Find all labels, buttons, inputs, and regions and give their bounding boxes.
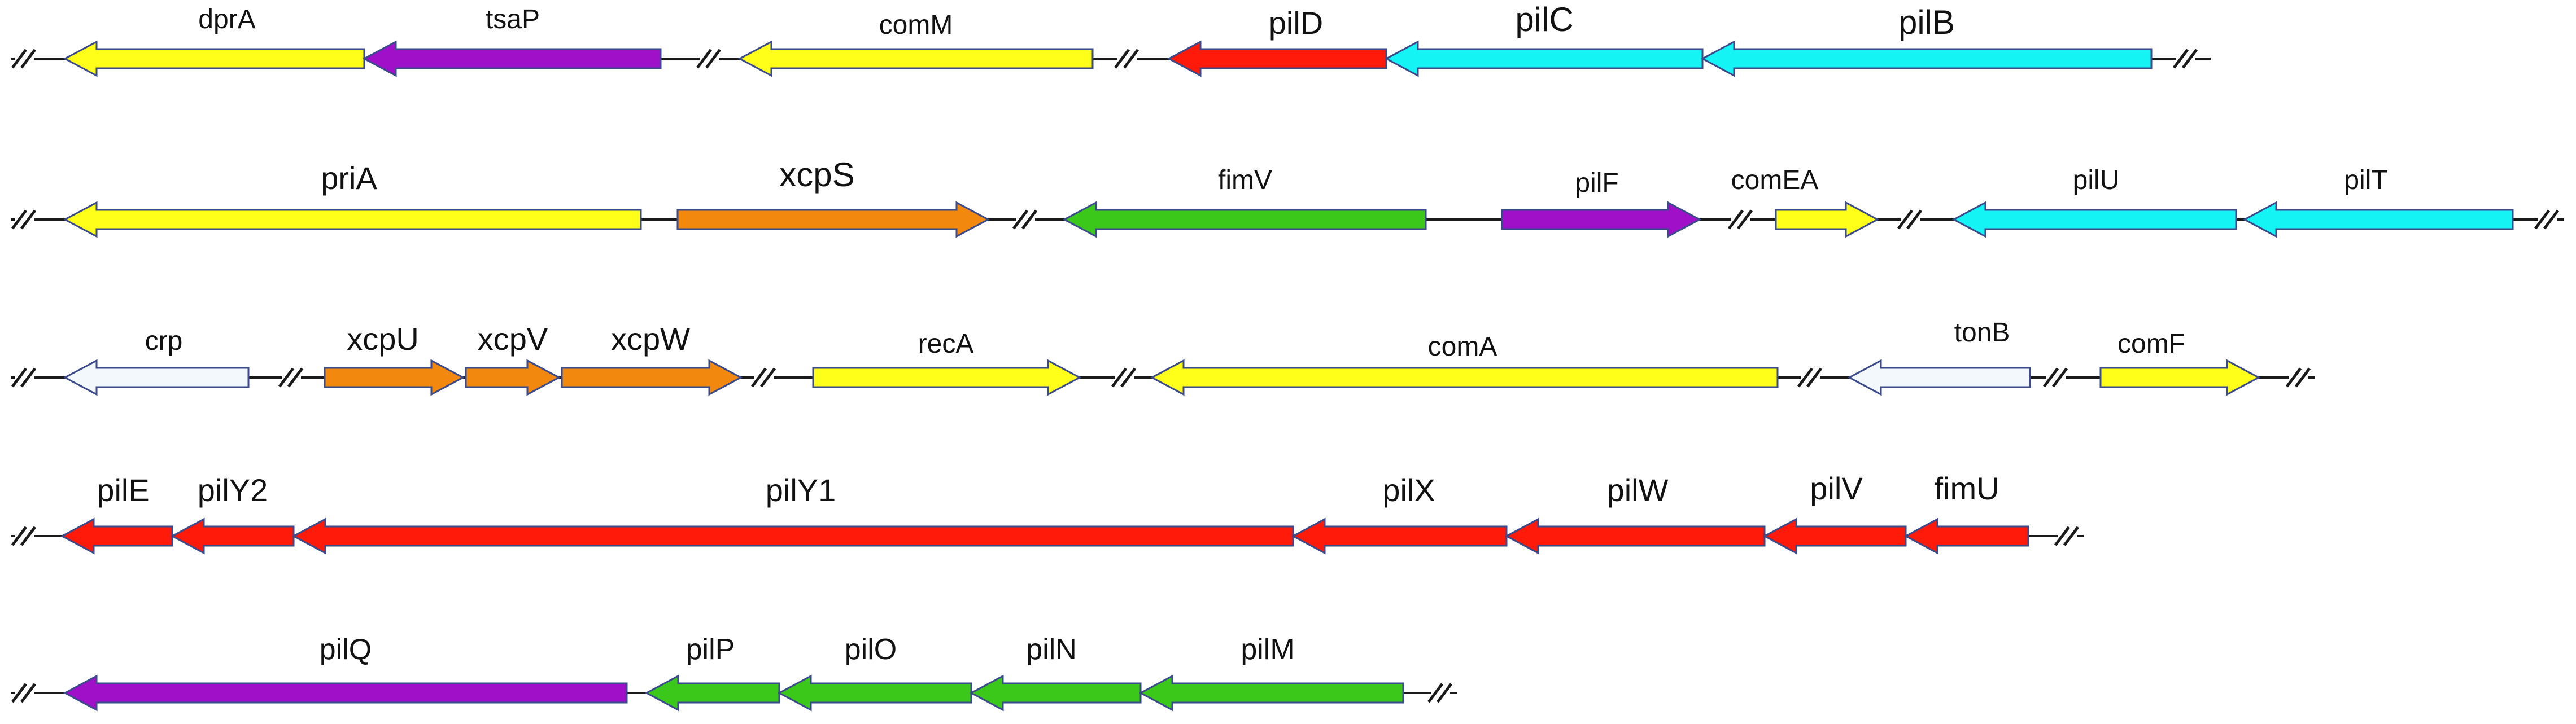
gene-label-fimu: fimU: [1934, 471, 1999, 506]
break-mark: [11, 49, 36, 69]
gene-row-5: pilQ pilP pilO pilN pilM: [11, 633, 1457, 712]
break-mark: [1897, 209, 1922, 230]
gene-arrow-dpra: [63, 40, 365, 77]
gene-arrow-tsap: [362, 40, 662, 77]
gene-label-pily2: pilY2: [198, 472, 268, 508]
gene-arrow-pilm: [1138, 674, 1404, 712]
break-mark: [1427, 683, 1452, 703]
gene-label-pilw: pilW: [1607, 472, 1669, 508]
gene-label-pilv: pilV: [1810, 471, 1863, 506]
gene-arrow-xcpw: [561, 359, 743, 396]
gene-arrow-pilt: [2242, 201, 2514, 238]
gene-row-2: priA xcpS fimV pilF comEA pilU pilT: [11, 156, 2564, 238]
break-mark: [1797, 367, 1822, 388]
gene-arrow-pily2: [170, 517, 295, 555]
gene-arrow-fimu: [1903, 517, 2029, 555]
gene-arrow-xcpv: [465, 359, 561, 396]
break-mark: [2173, 49, 2198, 69]
gene-label-xcpw: xcpW: [611, 321, 690, 357]
break-mark: [278, 367, 303, 388]
gene-label-pilc: pilC: [1515, 1, 1573, 38]
gene-label-comf: comF: [2117, 329, 2185, 359]
break-mark: [1012, 209, 1037, 230]
gene-arrow-pilf: [1501, 201, 1702, 238]
break-mark: [11, 367, 36, 388]
break-mark: [2054, 526, 2079, 546]
gene-label-fimv: fimV: [1218, 165, 1272, 195]
break-mark: [11, 683, 36, 703]
gene-label-pilx: pilX: [1382, 472, 1435, 508]
gene-label-comea: comEA: [1731, 165, 1819, 195]
break-mark: [2043, 367, 2068, 388]
gene-label-xcps: xcpS: [779, 156, 854, 194]
gene-arrow-fimv: [1062, 201, 1427, 238]
gene-label-pilp: pilP: [686, 633, 735, 666]
break-mark: [2534, 209, 2559, 230]
gene-label-pilf: pilF: [1575, 168, 1618, 198]
break-mark: [11, 209, 36, 230]
gene-arrow-crp: [63, 359, 250, 396]
break-mark: [1111, 367, 1136, 388]
gene-label-pile: pilE: [97, 472, 149, 508]
gene-arrow-comea: [1775, 201, 1880, 238]
gene-label-pilu: pilU: [2073, 165, 2120, 195]
gene-label-tsap: tsaP: [486, 5, 540, 34]
gene-label-xcpv: xcpV: [478, 321, 548, 357]
gene-arrow-comm: [737, 40, 1094, 77]
gene-row-3: crp xcpU xcpV xcpW recA comA tonB comF: [11, 318, 2315, 396]
gene-label-piln: pilN: [1026, 633, 1077, 666]
gene-label-pilm: pilM: [1241, 633, 1294, 666]
gene-arrow-pilq: [63, 674, 628, 712]
gene-label-crp: crp: [145, 326, 183, 356]
break-mark: [1114, 49, 1139, 69]
gene-label-pily1: pilY1: [766, 472, 836, 508]
gene-label-pria: priA: [321, 160, 377, 196]
gene-label-pilo: pilO: [845, 633, 897, 666]
gene-arrow-tonb: [1847, 359, 2031, 396]
gene-arrow-pilx: [1291, 517, 1508, 555]
gene-arrow-pilc: [1384, 40, 1704, 77]
gene-label-pild: pilD: [1269, 5, 1323, 41]
gene-arrow-pile: [60, 517, 173, 555]
gene-label-reca: recA: [918, 329, 974, 359]
gene-arrow-coma: [1150, 359, 1779, 396]
gene-label-dpra: dprA: [198, 5, 255, 34]
gene-label-xcpu: xcpU: [347, 321, 419, 357]
gene-arrow-pilv: [1762, 517, 1907, 555]
break-mark: [751, 367, 776, 388]
gene-label-pilb: pilB: [1898, 3, 1955, 41]
gene-label-pilq: pilQ: [320, 633, 372, 666]
gene-arrow-pilo: [777, 674, 972, 712]
gene-arrow-pilw: [1504, 517, 1766, 555]
gene-arrow-pilb: [1700, 40, 2153, 77]
gene-arrow-pild: [1167, 40, 1387, 77]
break-mark: [2286, 367, 2311, 388]
gene-row-4: pilE pilY2 pilY1 pilX pilW pilV fimU: [11, 471, 2084, 555]
gene-label-comm: comM: [879, 10, 953, 40]
gene-arrow-piln: [969, 674, 1142, 712]
break-mark: [696, 49, 721, 69]
break-mark: [11, 526, 36, 546]
gene-arrow-pilp: [644, 674, 780, 712]
gene-arrow-pria: [63, 201, 642, 238]
gene-label-tonb: tonB: [1954, 318, 2010, 348]
gene-arrow-pilu: [1951, 201, 2237, 238]
gene-arrow-xcpu: [324, 359, 465, 396]
gene-arrow-xcps: [676, 201, 990, 238]
gene-arrow-comf: [2099, 359, 2261, 396]
gene-row-1: dprA tsaP comM pilD pilC pilB: [11, 1, 2211, 77]
break-mark: [1728, 209, 1753, 230]
gene-arrow-reca: [812, 359, 1082, 396]
gene-arrow-pily1: [291, 517, 1294, 555]
gene-label-pilt: pilT: [2344, 165, 2387, 195]
gene-label-coma: comA: [1428, 332, 1497, 362]
